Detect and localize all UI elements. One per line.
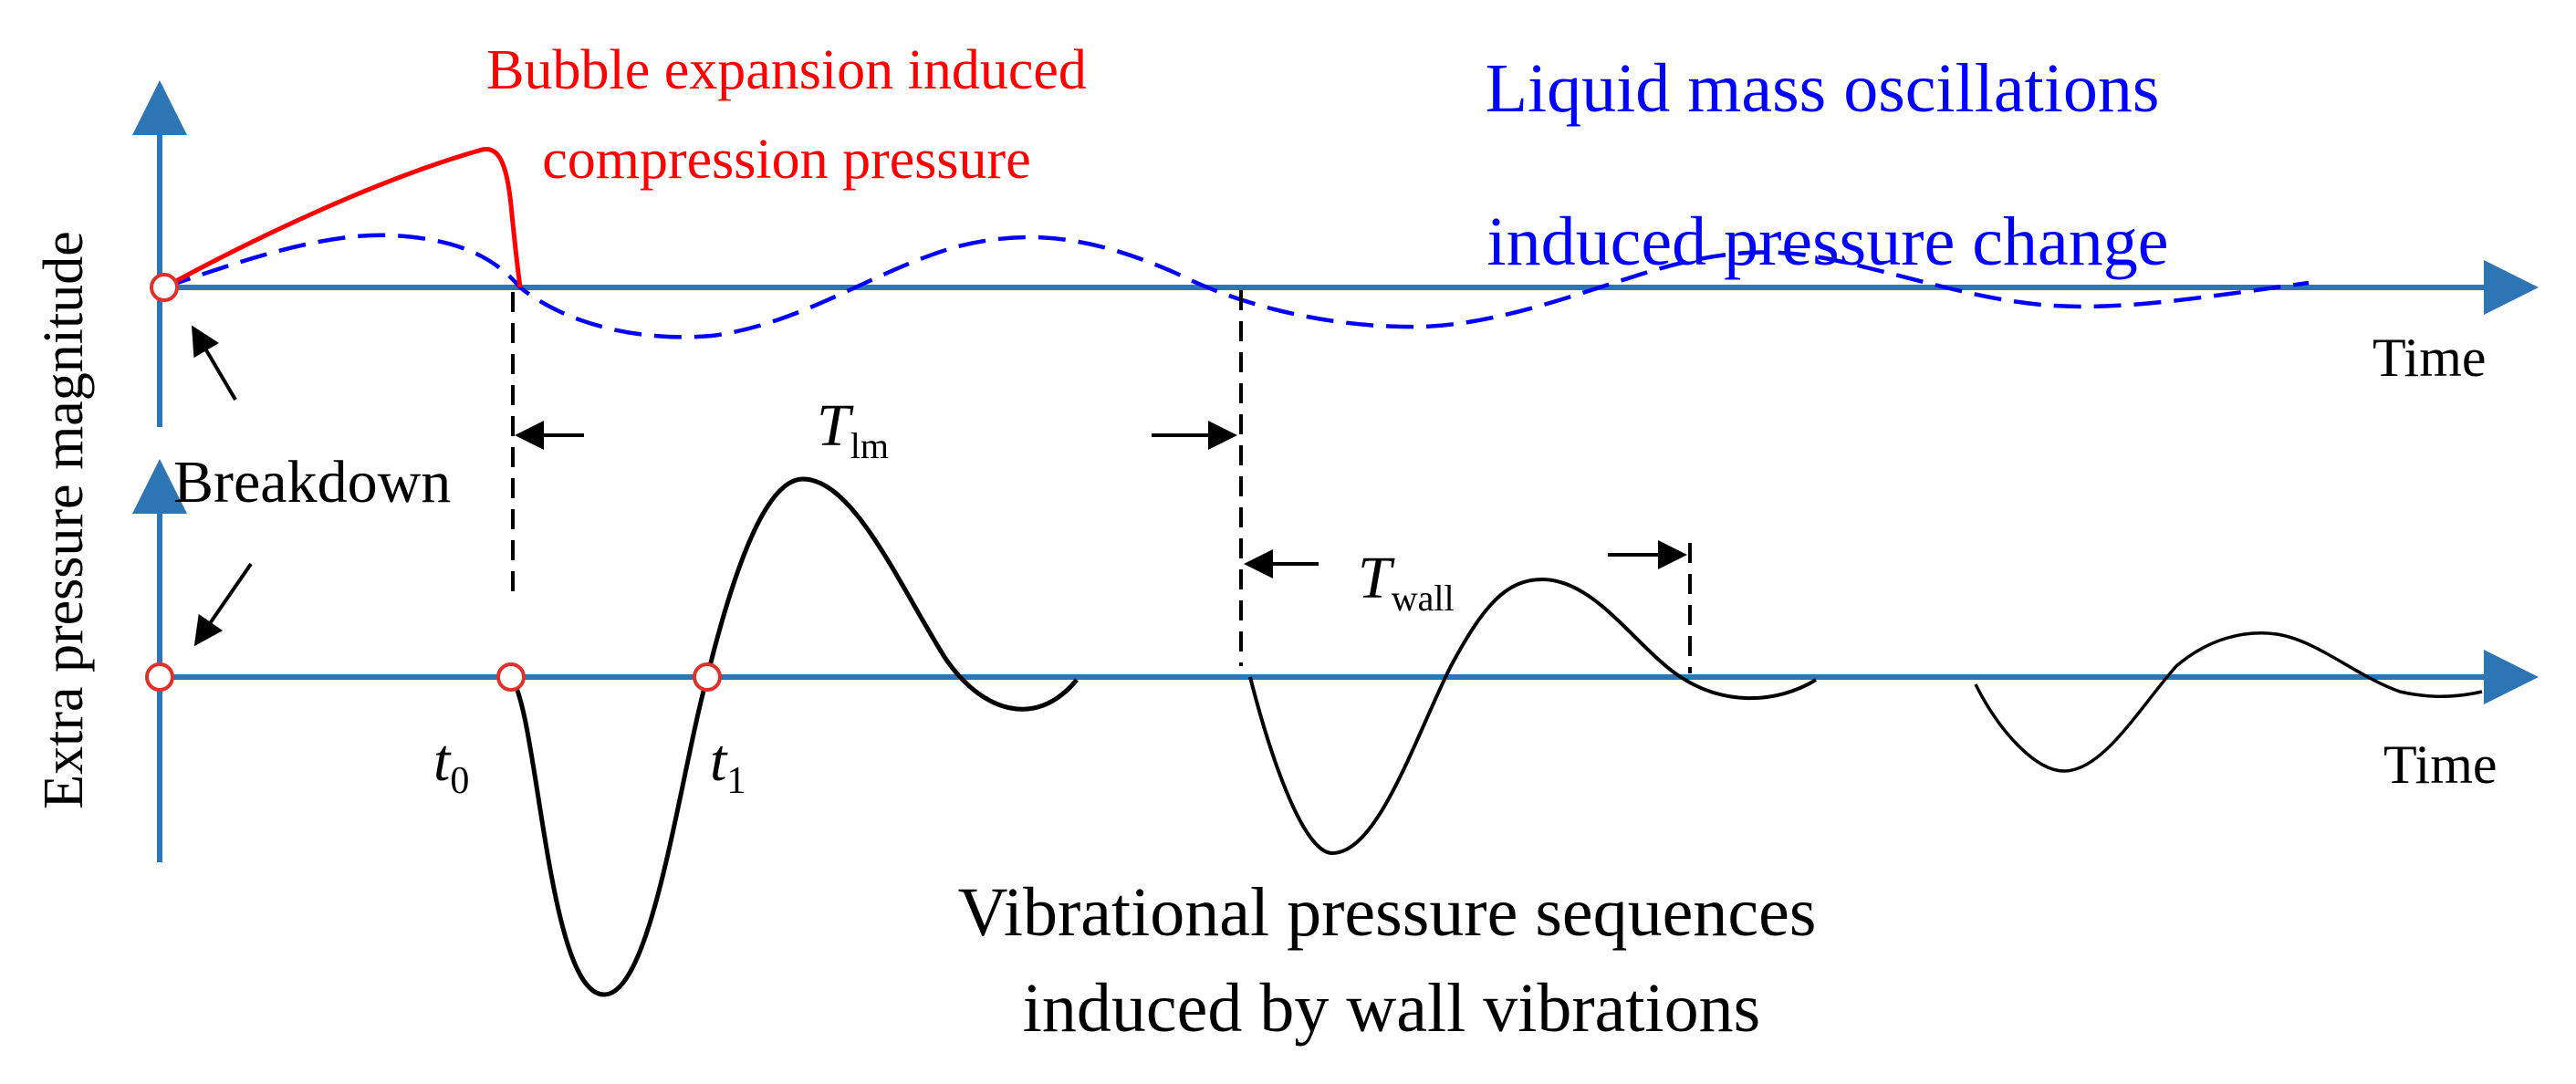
bubble-label-line1: Bubble expansion induced <box>486 39 1087 101</box>
dashed-markers <box>511 290 1692 673</box>
t-lm-sub: lm <box>850 425 889 466</box>
event-markers <box>145 273 722 692</box>
labels: Extra pressure magnitude Bubble expansio… <box>33 39 2498 1047</box>
t-lm-label: Tlm <box>817 392 889 466</box>
t1-marker <box>693 662 722 692</box>
period-arrows <box>515 421 1687 578</box>
bottom-time-label: Time <box>2383 735 2498 795</box>
breakdown-label: Breakdown <box>173 449 451 516</box>
t0-label: t0 <box>433 727 469 802</box>
bubble-label-line2: compression pressure <box>542 129 1030 191</box>
t0-main: t <box>433 727 452 794</box>
t0-sub: 0 <box>450 760 469 802</box>
y-axis-label: Extra pressure magnitude <box>33 231 95 809</box>
t-wall-sub: wall <box>1392 578 1455 619</box>
vibration-label-line2: induced by wall vibrations <box>1023 970 1760 1047</box>
t0-marker <box>496 662 526 692</box>
t1-sub: 1 <box>726 760 746 802</box>
liquid-label-line2: induced pressure change <box>1486 203 2168 280</box>
vibration-label-line1: Vibrational pressure sequences <box>958 874 1817 951</box>
vibration-sequence-2 <box>1248 577 1818 856</box>
liquid-label-line1: Liquid mass oscillations <box>1486 50 2160 127</box>
bottom-breakdown-marker <box>145 662 174 692</box>
t-lm-main: T <box>817 392 854 459</box>
t1-label: t1 <box>710 727 746 802</box>
breakdown-arrow-up <box>191 325 237 401</box>
top-breakdown-marker <box>150 273 179 302</box>
axes <box>132 80 2539 862</box>
top-time-label: Time <box>2373 328 2487 388</box>
vibration-sequence-3 <box>1974 631 2483 773</box>
t1-main: t <box>710 727 728 794</box>
vibration-sequence-1 <box>508 476 1079 997</box>
bubble-expansion-curve <box>162 147 523 290</box>
t-wall-label: Twall <box>1358 545 1455 619</box>
breakdown-pointers <box>191 325 253 647</box>
breakdown-arrow-down <box>193 562 253 647</box>
wall-vibration-curves <box>508 476 2483 997</box>
liquid-mass-oscillation-curve <box>163 233 2310 339</box>
t-wall-main: T <box>1358 545 1395 611</box>
